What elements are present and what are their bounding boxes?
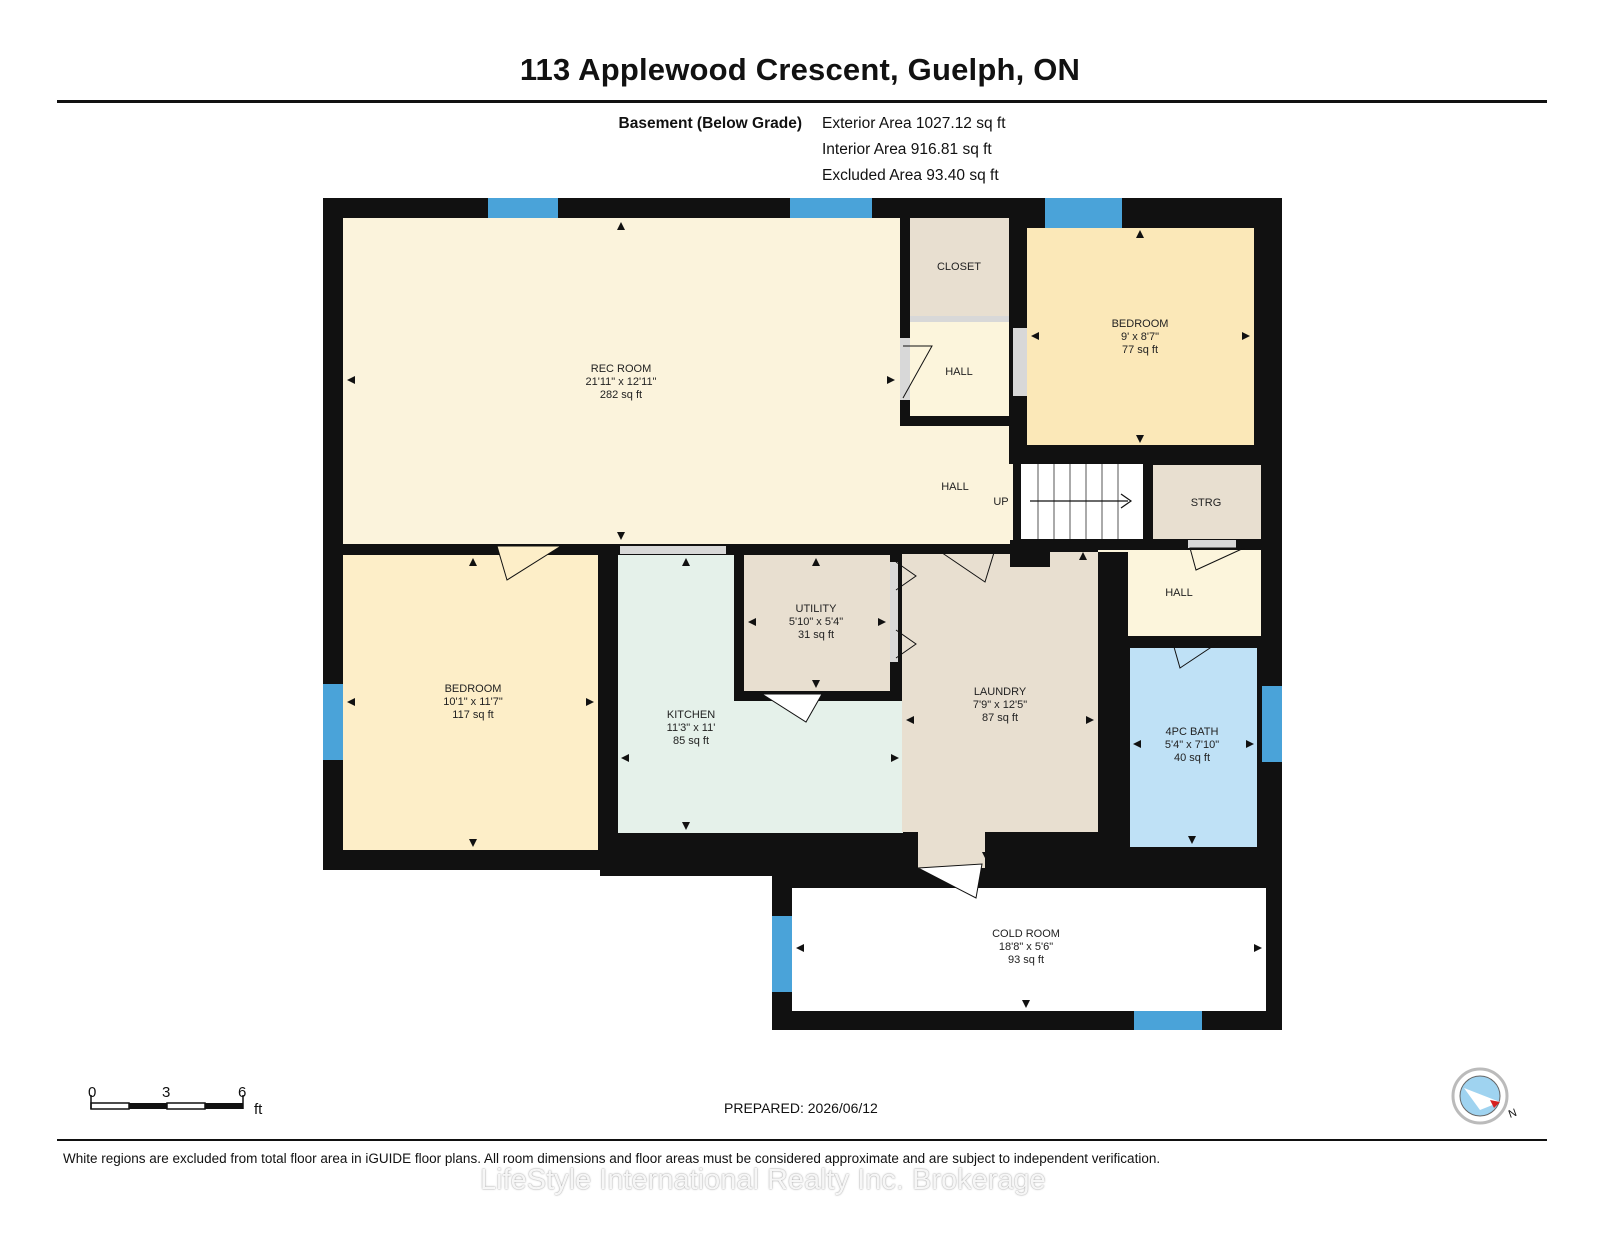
bath-area: 40 sq ft [1174, 752, 1210, 764]
kitchen-opening [620, 546, 726, 554]
scale-unit: ft [254, 1101, 263, 1118]
cold-room-area: 93 sq ft [1008, 954, 1044, 966]
utility-dims: 5'10" x 5'4" [789, 616, 843, 628]
wall-bedroom-south [1009, 445, 1282, 464]
window-bedroom-lower [323, 684, 343, 760]
interior-area: Interior Area 916.81 sq ft [822, 141, 992, 158]
kitchen-dims: 11'3" x 11' [667, 722, 716, 734]
windows [323, 198, 1282, 1030]
bedroom-upper-name: BEDROOM [1112, 318, 1169, 330]
bedroom-upper-dims: 9' x 8'7" [1121, 331, 1159, 343]
window-cold-room-west [772, 916, 792, 992]
plan-title: 113 Applewood Crescent, Guelph, ON [519, 52, 1081, 87]
utility-area: 31 sq ft [798, 629, 834, 641]
cold-room-floor [792, 888, 1266, 1011]
disclaimer-text: White regions are excluded from total fl… [63, 1151, 1161, 1166]
hall-upper-name: HALL [945, 366, 973, 378]
exterior-area: Exterior Area 1027.12 sq ft [822, 115, 1006, 132]
door-swing-laundry [930, 545, 997, 583]
door-swing-utility [895, 561, 917, 659]
door-swing-cold-room [916, 863, 983, 899]
wall-closet-west [900, 218, 910, 426]
wall-laundry-east [1098, 552, 1128, 852]
footer-divider [57, 1139, 1547, 1141]
wall-utility-west [734, 552, 744, 700]
scale-tick-0: 0 [88, 1084, 97, 1101]
door-swing-bedroom [496, 545, 563, 581]
wall-hall-south [900, 416, 1013, 426]
bedroom-lower-area: 117 sq ft [452, 709, 493, 721]
window-bedroom-upper [1045, 198, 1122, 228]
laundry-area: 87 sq ft [982, 712, 1018, 724]
dimension-markers [347, 222, 1262, 1008]
hall-upper-floor [910, 322, 1009, 418]
excluded-area: Excluded Area 93.40 sq ft [822, 167, 999, 184]
window-cold-room-south [1134, 1011, 1202, 1030]
closet-floor [910, 218, 1009, 316]
strg-floor [1153, 465, 1261, 539]
bedroom-lower-name: BEDROOM [445, 683, 502, 695]
laundry-floor [902, 552, 1098, 868]
scale-tick-6: 6 [238, 1084, 247, 1101]
window-rec-1 [488, 198, 558, 218]
laundry-name: LAUNDRY [974, 686, 1027, 698]
laundry-dims: 7'9" x 12'5" [973, 699, 1027, 711]
closet-door [910, 316, 1009, 322]
kitchen-area: 85 sq ft [673, 735, 709, 747]
hall-center-name: HALL [941, 481, 969, 493]
utility-floor [744, 555, 890, 691]
window-rec-2 [790, 198, 872, 218]
bath-dims: 5'4" x 7'10" [1165, 739, 1219, 751]
brokerage-watermark: LifeStyle International Realty Inc. Brok… [480, 1164, 1046, 1196]
rec-room-area: 282 sq ft [600, 389, 642, 401]
door-swing-utility-south [760, 693, 823, 723]
door-swing-bath [1171, 639, 1224, 669]
rec-room-dims: 21'11" x 12'11" [586, 376, 657, 388]
rec-room-name: REC ROOM [591, 363, 652, 375]
bedroom-lower-dims: 10'1" x 11'7" [443, 696, 503, 708]
cold-room-name: COLD ROOM [992, 928, 1060, 940]
bedroom-upper-floor [1027, 228, 1254, 445]
north-compass-icon: N [1451, 1067, 1519, 1125]
door-opening-bedroom [1013, 328, 1027, 396]
bath-floor [1130, 648, 1257, 847]
hall-right-name: HALL [1165, 587, 1193, 599]
strg-door-opening [1188, 540, 1236, 548]
compass-north-label: N [1507, 1107, 1519, 1121]
wall-bath-north [1098, 636, 1282, 648]
window-bath [1262, 686, 1282, 762]
bedroom-lower-floor [343, 555, 598, 850]
bath-name: 4PC BATH [1166, 726, 1219, 738]
door-opening-hall [900, 338, 910, 400]
cold-room-dims: 18'8" x 5'6" [999, 941, 1053, 953]
closet-name: CLOSET [937, 261, 981, 273]
title-divider [57, 100, 1547, 103]
prepared-date: PREPARED: 2026/06/12 [724, 1100, 878, 1116]
door-swing-strg [1189, 547, 1245, 571]
level-name: Basement (Below Grade) [618, 115, 802, 132]
kitchen-name: KITCHEN [667, 709, 715, 721]
scale-bar [90, 1095, 244, 1110]
wall-stair-stub [1010, 540, 1050, 567]
wall-strg-west [1143, 464, 1153, 544]
utility-name: UTILITY [796, 603, 838, 615]
scale-tick-3: 3 [162, 1084, 171, 1101]
stairs [1030, 464, 1133, 539]
bedroom-upper-area: 77 sq ft [1122, 344, 1158, 356]
door-swing-hall [902, 345, 933, 399]
wall-rec-south [620, 544, 1020, 554]
wall-kitchen-west [598, 544, 618, 854]
strg-name: STRG [1191, 497, 1222, 509]
stairs-up-label: UP [993, 496, 1008, 508]
utility-door-opening [890, 562, 898, 662]
